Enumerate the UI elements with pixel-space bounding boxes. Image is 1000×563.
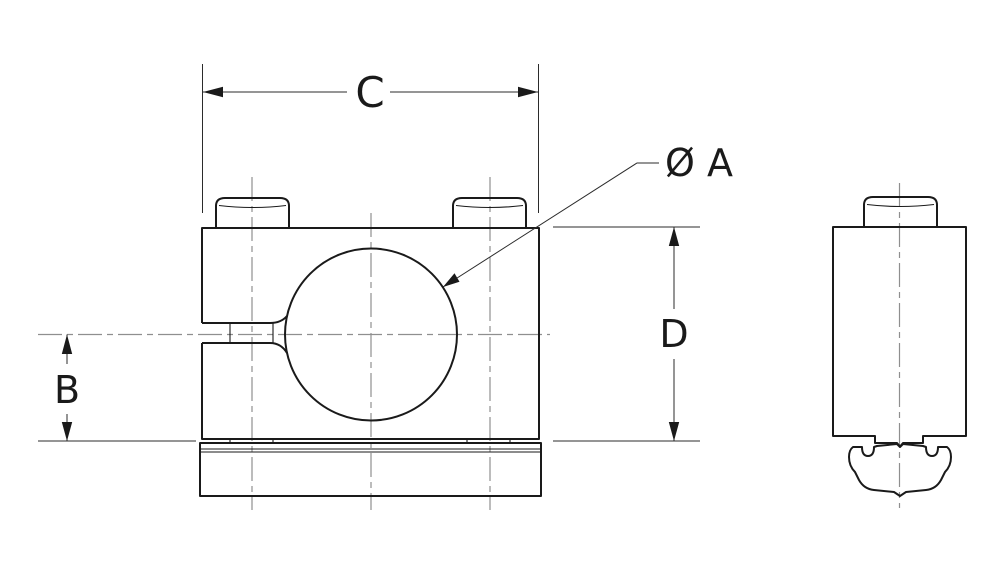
slot-upper-edge — [202, 315, 288, 324]
left-bolt-head — [215, 197, 290, 228]
side-bolt-head — [863, 196, 938, 228]
a-label: Ø A — [665, 141, 733, 185]
c-arrow-left — [203, 86, 223, 98]
c-arrow-right — [518, 86, 538, 98]
left-bolt-chamfer-line — [218, 204, 287, 209]
clamp-body-outline — [201, 227, 540, 440]
side-foot-profile — [848, 443, 952, 497]
bolt-hole-interface-ticks — [229, 439, 511, 443]
base-plate-outline — [199, 442, 542, 497]
dimension-d: D — [553, 226, 700, 442]
d-label: D — [659, 312, 688, 356]
b-arrow-top — [61, 334, 73, 354]
dimension-c: C — [202, 64, 539, 213]
side-bolt-chamfer-line — [866, 203, 935, 208]
right-bolt-chamfer-line — [455, 204, 524, 209]
a-leader-arrow — [443, 273, 460, 287]
front-view — [38, 177, 550, 510]
bore-circle — [284, 247, 458, 422]
d-arrow-bottom — [668, 422, 680, 441]
b-arrow-bottom — [61, 422, 73, 441]
right-bolt-head — [452, 197, 527, 228]
dimension-b: B — [38, 334, 196, 442]
slot-lower-edge — [202, 342, 288, 354]
a-leader-line — [442, 162, 659, 288]
leader-bore-diameter: Ø A — [442, 141, 733, 288]
b-label: B — [54, 368, 80, 412]
c-label: C — [355, 68, 384, 117]
d-arrow-top — [668, 227, 680, 246]
side-view — [832, 183, 967, 508]
